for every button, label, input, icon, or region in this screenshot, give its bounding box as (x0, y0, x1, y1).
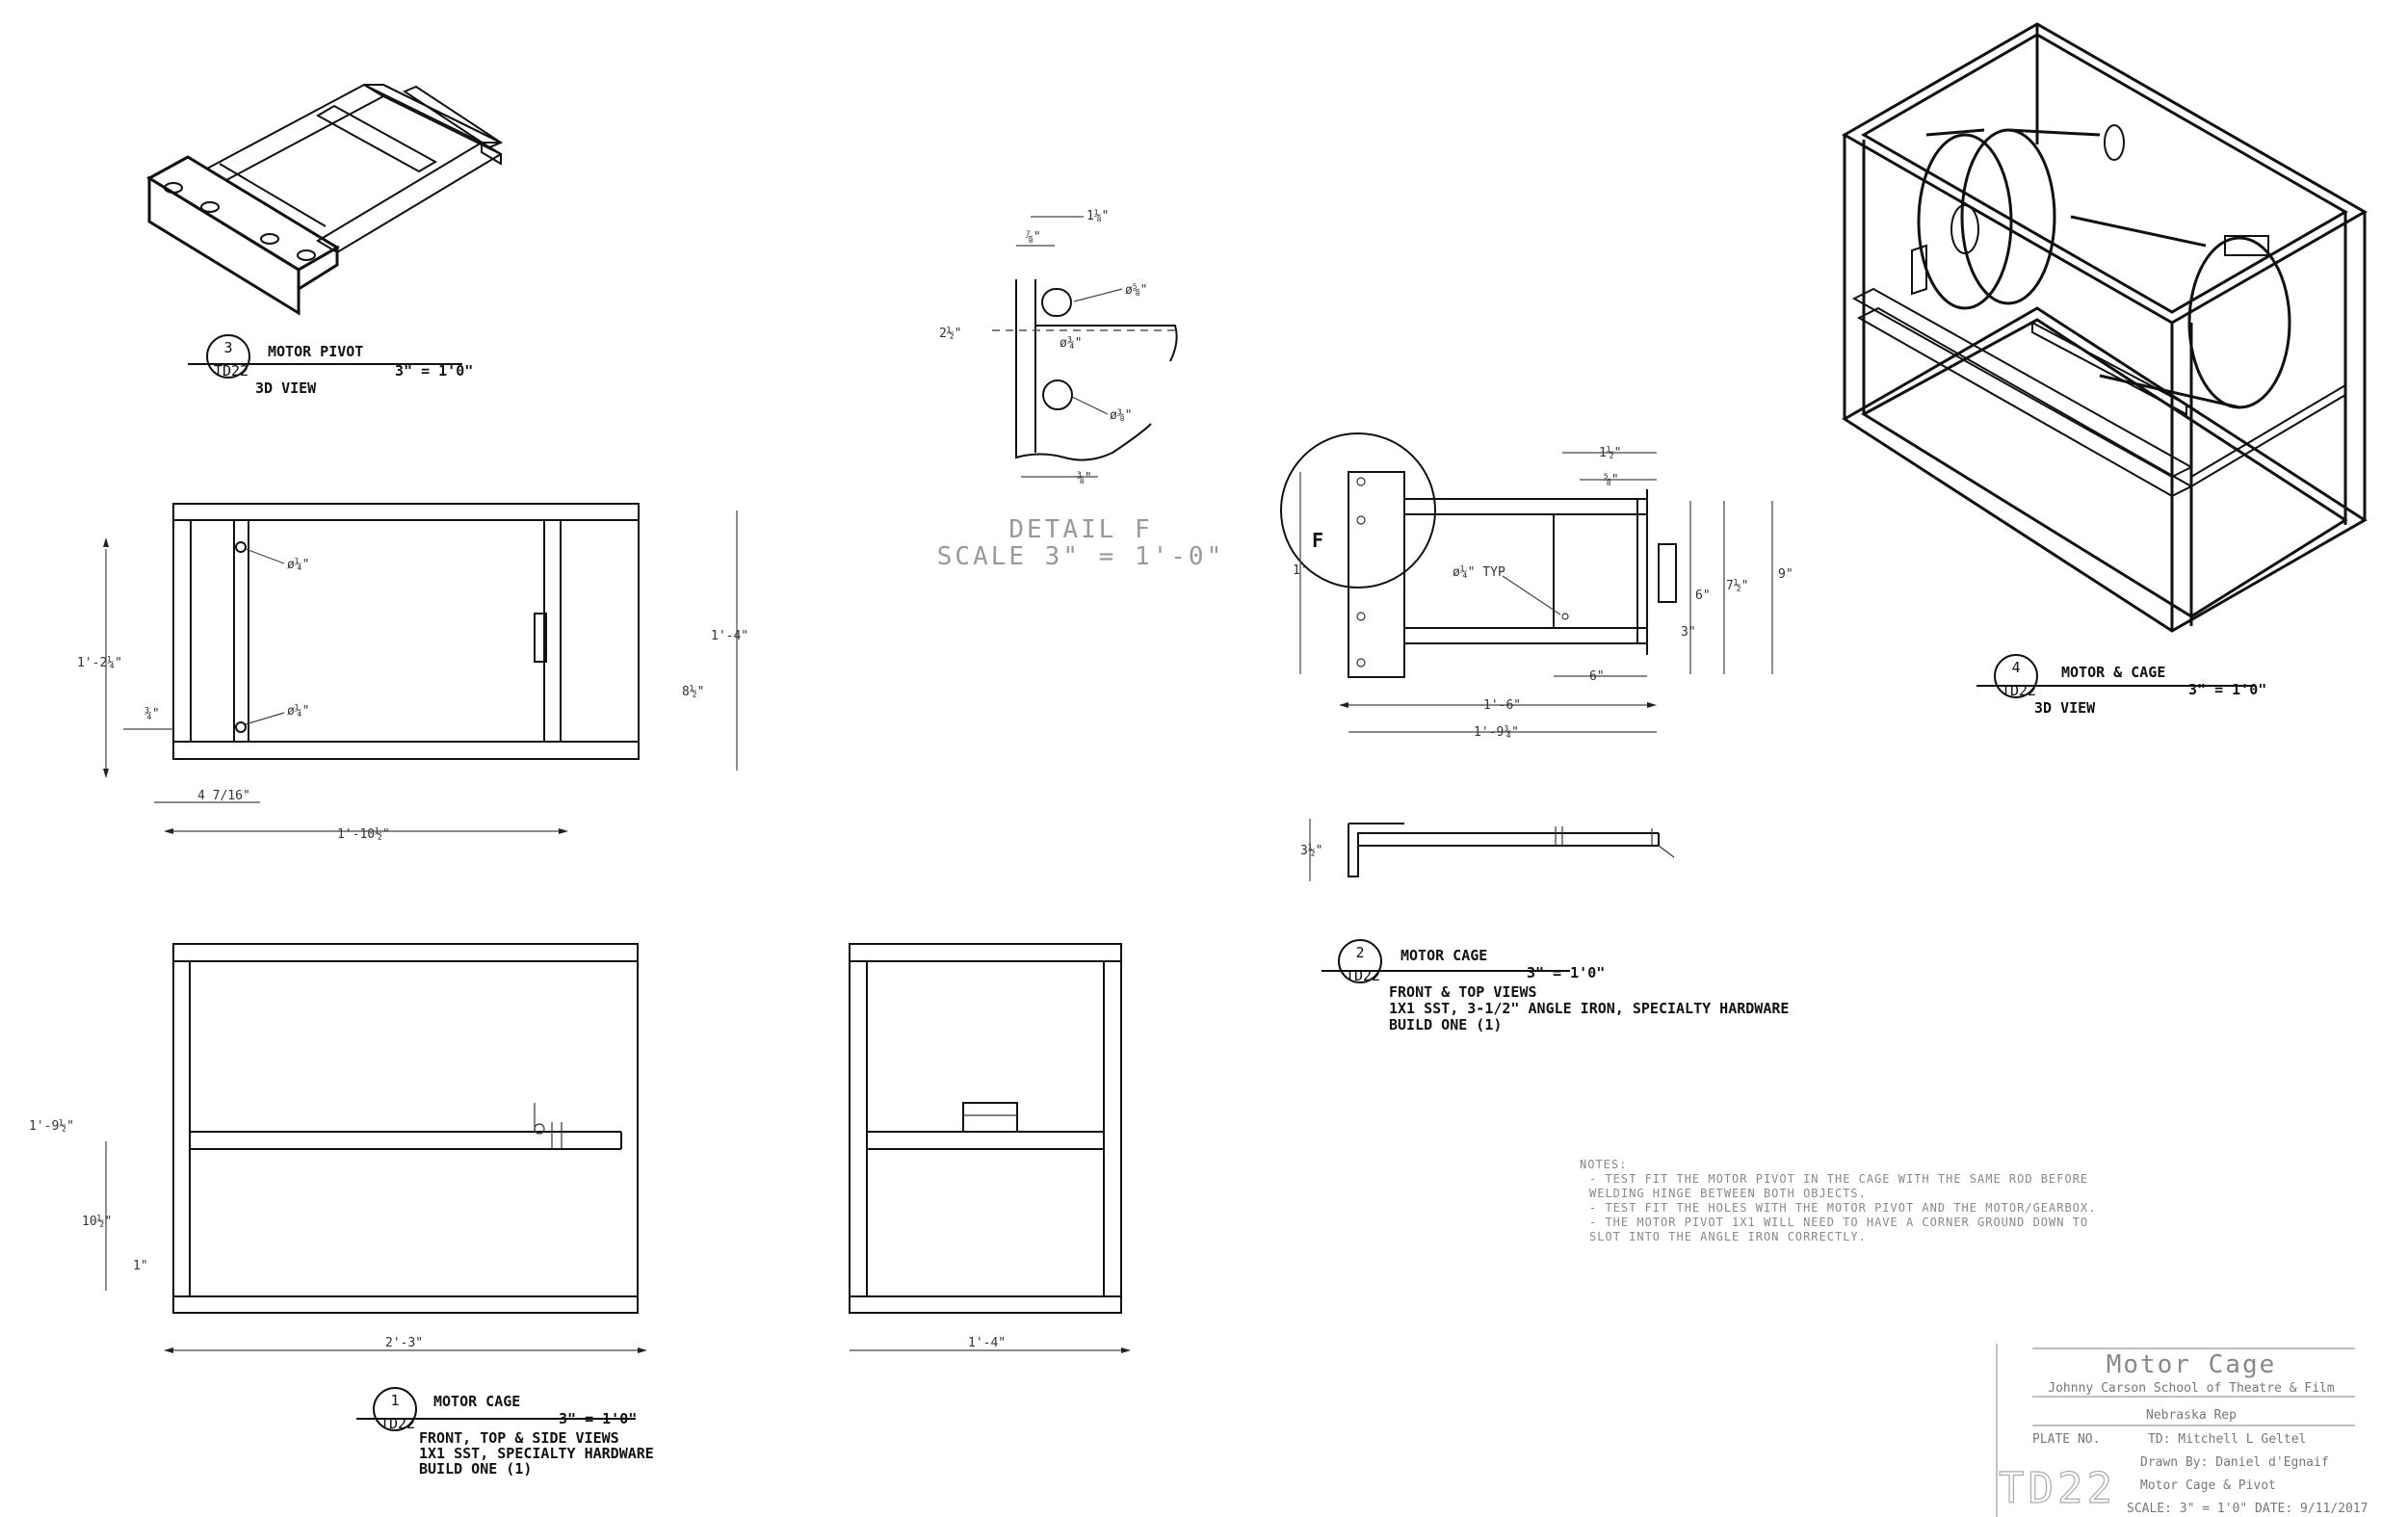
motor-and-cage-3d-view (1841, 22, 2369, 633)
view-title: MOTOR & CAGE (2061, 664, 2165, 681)
drawn-by: Drawn By: Daniel d'Egnaif (2140, 1455, 2329, 1470)
sheet-ref: TD22 (214, 362, 249, 379)
view-title: MOTOR CAGE (433, 1393, 520, 1410)
note-line-2: WELDING HINGE BETWEEN BOTH OBJECTS. (1589, 1187, 1867, 1200)
dim-width: 2'-3" (385, 1336, 423, 1350)
dim-side: 2½" (939, 327, 961, 341)
dim-height: 1'-2¼" (77, 656, 122, 670)
notes: NOTES: - TEST FIT THE MOTOR PIVOT IN THE… (1580, 1158, 2096, 1243)
motor-pivot-3d-view (146, 83, 504, 316)
view-number: 4 (2011, 659, 2020, 676)
motor-cage-front-view: F 1½" ⅝" 1' ø¼" TYP 6" 6" 7½" 9" 3" 1'-6… (1280, 432, 1793, 740)
technical-director: TD: Mitchell L Geltel (2148, 1432, 2306, 1447)
drawing-title: Motor Cage (2107, 1350, 2277, 1379)
dim-r1: 6" (1695, 588, 1711, 603)
dim-small: 1" (133, 1259, 148, 1273)
sheet-ref: TD22 (380, 1415, 415, 1432)
view-number: 1 (390, 1392, 399, 1409)
sheet-ref: TD22 (1346, 967, 1380, 984)
dim-hole-2: ø¼" (287, 704, 309, 719)
view-number: 2 (1355, 944, 1364, 961)
dim-hole: ø¾" (1060, 336, 1082, 351)
dim-height: 3½" (1300, 844, 1322, 858)
cage-end-view: 1'-4" (849, 943, 1131, 1353)
view-label-motor-cage-1: 1 TD22 MOTOR CAGE 3" = 1'0" FRONT, TOP &… (356, 1387, 654, 1478)
sheet-ref: TD22 (2002, 682, 2036, 699)
view-title: MOTOR PIVOT (268, 343, 363, 360)
view-line-2: 1X1 SST, SPECIALTY HARDWARE (419, 1445, 654, 1462)
scale-and-date: SCALE: 3" = 1'0" DATE: 9/11/2017 (2127, 1502, 2368, 1516)
title-block: Motor Cage Johnny Carson School of Theat… (1996, 1344, 2368, 1517)
sheet-description: Motor Cage & Pivot (2140, 1478, 2276, 1493)
note-line-4: - THE MOTOR PIVOT 1X1 WILL NEED TO HAVE … (1589, 1216, 2088, 1229)
note-line-5: SLOT INTO THE ANGLE IRON CORRECTLY. (1589, 1230, 1867, 1243)
view-line-3: BUILD ONE (1) (1389, 1016, 1502, 1033)
view-scale: 3" = 1'0" (2188, 681, 2266, 698)
dim-slot: ø⅝" (1125, 283, 1147, 298)
plate-label: PLATE NO. (2032, 1432, 2100, 1447)
dim-w1: 1'-6" (1483, 698, 1521, 713)
dim-top: 1⅛" (1086, 209, 1109, 223)
cage-front-view: 1'-9½" 10½" 1" 2'-3" (29, 943, 647, 1353)
dim-mid: 10½" (82, 1215, 112, 1229)
view-scale: 3" = 1'0" (559, 1410, 637, 1427)
dim-bottom: ⅜" (1077, 471, 1092, 485)
dim-hole: ø¼" TYP (1453, 565, 1505, 580)
dim-height: 1'-9½" (29, 1119, 74, 1134)
dim-r2: 7½" (1726, 579, 1748, 593)
detail-scale: SCALE 3" = 1'-0" (937, 542, 1224, 571)
motor-cage-top-view: 3½" (1300, 819, 1675, 881)
dim-w2: 1'-9¾" (1474, 725, 1519, 740)
view-scale: 3" = 1'0" (395, 362, 473, 379)
dim-offset: 4 7/16" (197, 789, 250, 803)
detail-f-view: 1⅛" ⅞" 2½" ø⅝" ø¾" ø⅜" ⅜" DETAIL F SCALE… (937, 209, 1224, 571)
detail-title: DETAIL F (1008, 515, 1152, 544)
view-number: 3 (223, 339, 232, 356)
dim-r3: 9" (1778, 567, 1793, 582)
dim-top-2: ⅝" (1604, 473, 1619, 487)
view-line-1: FRONT, TOP & SIDE VIEWS (419, 1429, 619, 1447)
cage-side-view: 1'-2¼" ¾" ø¼" ø¼" 4 7/16" 1'-10½" 1'-4" … (77, 503, 748, 842)
view-subtitle: 3D VIEW (2034, 699, 2096, 717)
detail-callout: F (1312, 529, 1323, 552)
dim-width: 1'-10½" (337, 827, 390, 842)
project-name: Nebraska Rep (2146, 1408, 2237, 1423)
dim-h: ø⅜" (1110, 408, 1132, 423)
view-scale: 3" = 1'0" (1527, 964, 1605, 981)
view-label-motor-cage-2: 2 TD22 MOTOR CAGE 3" = 1'0" FRONT & TOP … (1322, 939, 1789, 1033)
dim-r4: 3" (1681, 625, 1696, 640)
plate-number: TD22 (1999, 1464, 2116, 1513)
note-line-1: - TEST FIT THE MOTOR PIVOT IN THE CAGE W… (1589, 1172, 2088, 1186)
view-line-2: 1X1 SST, 3-1/2" ANGLE IRON, SPECIALTY HA… (1389, 1000, 1789, 1017)
dim-6: 6" (1589, 669, 1605, 684)
view-subtitle: 3D VIEW (255, 379, 317, 397)
dim-left: ⅞" (1026, 230, 1041, 245)
dim-hole-1: ø¼" (287, 558, 309, 572)
note-line-3: - TEST FIT THE HOLES WITH THE MOTOR PIVO… (1589, 1201, 2096, 1215)
view-label-motor-pivot: 3 TD22 MOTOR PIVOT 3" = 1'0" 3D VIEW (188, 334, 473, 397)
notes-heading: NOTES: (1580, 1158, 1627, 1171)
dim-right-small: 8½" (682, 685, 704, 699)
view-line-1: FRONT & TOP VIEWS (1389, 983, 1537, 1001)
dim-top-1: 1½" (1599, 446, 1621, 460)
view-title: MOTOR CAGE (1400, 947, 1487, 964)
dim-width: 1'-4" (968, 1336, 1006, 1350)
dim-height: 1' (1293, 563, 1308, 578)
dim-small: ¾" (144, 707, 160, 721)
view-label-motor-and-cage: 4 TD22 MOTOR & CAGE 3" = 1'0" 3D VIEW (1976, 654, 2266, 717)
dim-right-height: 1'-4" (711, 629, 748, 643)
view-line-3: BUILD ONE (1) (419, 1460, 532, 1478)
school-name: Johnny Carson School of Theatre & Film (2048, 1381, 2335, 1396)
